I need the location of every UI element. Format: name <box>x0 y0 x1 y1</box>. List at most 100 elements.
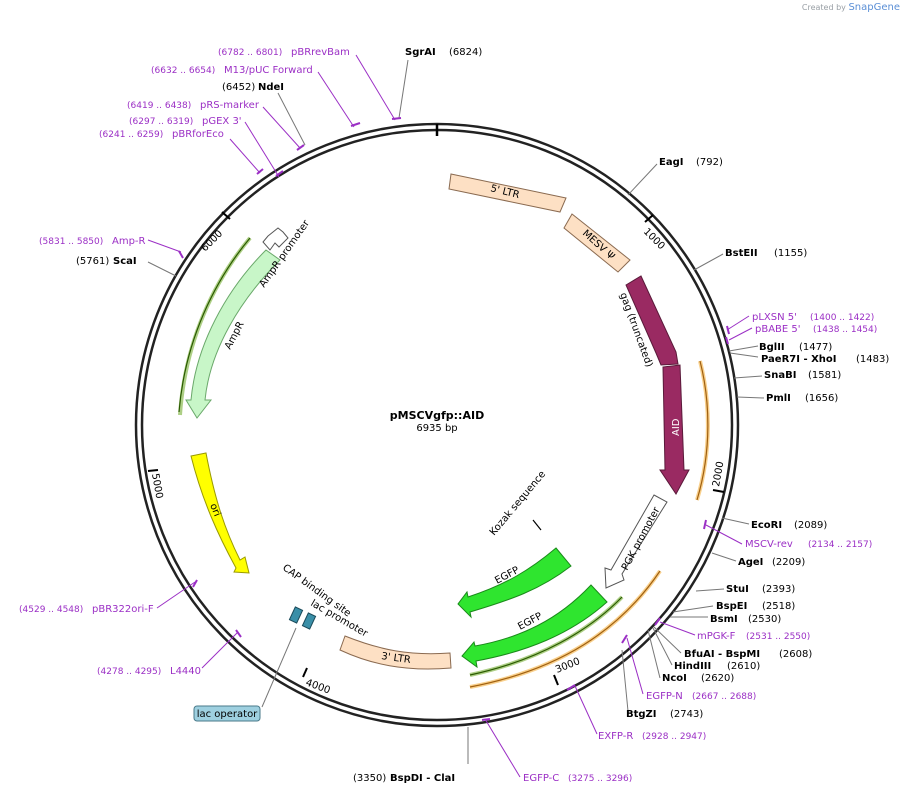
tick-1000: 1000 <box>641 226 667 252</box>
enzyme-labels: SgrAI (6824) (6452) NdeI (5761) ScaI Eag… <box>76 47 889 784</box>
enzyme-bfuai-bspmi-pos: (2608) <box>779 649 812 660</box>
enzyme-ncoi-pos: (2620) <box>701 673 734 684</box>
tick-2000: 2000 <box>711 461 726 488</box>
primer-m13-pos: (6632 .. 6654) <box>151 66 215 76</box>
enzyme-bglii-name[interactable]: BglII <box>759 342 785 353</box>
green-feature-arc-2-line <box>469 596 623 676</box>
watermark: Created by SnapGene <box>801 2 900 13</box>
enzyme-agei-pos: (2209) <box>772 557 805 568</box>
primer-m13-name[interactable]: M13/pUC Forward <box>224 65 313 76</box>
enzyme-snabi-name[interactable]: SnaBI <box>764 370 796 381</box>
primer-egfp-n-pos: (2667 .. 2688) <box>692 692 756 702</box>
enzyme-stui-name[interactable]: StuI <box>726 584 749 595</box>
primer-pbrforeco-name[interactable]: pBRforEco <box>172 129 224 140</box>
ltr3-arrow[interactable] <box>339 635 452 670</box>
enzyme-ndei-name[interactable]: NdeI <box>258 82 284 93</box>
enzyme-paer7i-xhoi-pos: (1483) <box>856 354 889 365</box>
primer-labels: (6782 .. 6801) pBRrevBam (6632 .. 6654) … <box>19 47 877 784</box>
primer-mpgk-f-pos: (2531 .. 2550) <box>746 632 810 642</box>
primer-exfp-r-pos: (2928 .. 2947) <box>642 732 706 742</box>
enzyme-sgrai-name[interactable]: SgrAI <box>405 47 436 58</box>
lac-operator-leader <box>261 627 297 708</box>
primer-plxsn5-name[interactable]: pLXSN 5' <box>752 312 797 323</box>
aid-arrow[interactable] <box>659 364 690 495</box>
enzyme-eagi-name[interactable]: EagI <box>659 157 683 168</box>
enzyme-sgrai-pos: (6824) <box>449 47 482 58</box>
features: 5' LTR MESV Ψ gag (truncated) AID PGK pr… <box>178 173 710 722</box>
enzyme-bsmi-name[interactable]: BsmI <box>710 614 738 625</box>
enzyme-paer7i-xhoi-name[interactable]: PaeR7I - XhoI <box>761 354 837 365</box>
primer-mpgk-f-name[interactable]: mPGK-F <box>697 631 736 642</box>
primer-ticks <box>178 117 730 721</box>
lac-operator-box[interactable] <box>193 705 261 722</box>
primer-l4440-pos: (4278 .. 4295) <box>97 667 161 677</box>
primer-mscv-rev-name[interactable]: MSCV-rev <box>745 539 793 550</box>
enzyme-bsteii-pos: (1155) <box>774 248 807 259</box>
enzyme-bspei-name[interactable]: BspEI <box>716 601 747 612</box>
enzyme-eagi-pos: (792) <box>696 157 723 168</box>
lac-promoter-box[interactable] <box>301 612 317 630</box>
primer-egfp-n-name[interactable]: EGFP-N <box>646 691 683 702</box>
enzyme-ecori-name[interactable]: EcoRI <box>751 520 782 531</box>
ampR-arrow[interactable] <box>185 249 281 419</box>
pgk-promoter-arrow[interactable] <box>604 494 668 589</box>
enzyme-scai-pos: (5761) <box>76 256 109 267</box>
ori-label: ori <box>207 502 222 518</box>
primer-pbabe5-name[interactable]: pBABE 5' <box>755 324 801 335</box>
orange-feature-arc-2-line <box>469 570 661 688</box>
primer-pgex3-pos: (6297 .. 6319) <box>129 117 193 127</box>
pgk-promoter-label: PGK promoter <box>620 505 663 573</box>
plasmid-size: 6935 bp <box>416 423 457 434</box>
enzyme-ncoi-name[interactable]: NcoI <box>662 673 687 684</box>
tick-6000: 6000 <box>199 228 225 254</box>
enzyme-bspdi-clai-name[interactable]: BspDI - ClaI <box>390 773 455 784</box>
enzyme-agei-name[interactable]: AgeI <box>738 557 763 568</box>
mesv-psi-arrow[interactable] <box>563 213 631 273</box>
enzyme-btgzi-pos: (2743) <box>670 709 703 720</box>
primer-pgex3-name[interactable]: pGEX 3' <box>202 116 242 127</box>
enzyme-bglii-pos: (1477) <box>799 342 832 353</box>
tick-5000: 5000 <box>149 473 164 500</box>
enzyme-ndei-pos: (6452) <box>222 82 255 93</box>
primer-pbabe5-pos: (1438 .. 1454) <box>813 325 877 335</box>
primer-egfp-c-pos: (3275 .. 3296) <box>568 774 632 784</box>
ring-ticks <box>147 211 725 686</box>
enzyme-pmli-pos: (1656) <box>805 393 838 404</box>
kozak-mark <box>532 519 542 531</box>
enzyme-ecori-pos: (2089) <box>794 520 827 531</box>
backbone <box>134 122 740 728</box>
enzyme-bfuai-bspmi-name[interactable]: BfuAI - BspMI <box>684 649 760 660</box>
primer-pbrrevbam-name[interactable]: pBRrevBam <box>291 47 350 58</box>
gag-truncated-arrow[interactable] <box>625 275 679 366</box>
ampR-promoter-arrow[interactable] <box>262 227 289 251</box>
enzyme-bsteii-name[interactable]: BstEII <box>725 248 758 259</box>
primer-pbrforeco-pos: (6241 .. 6259) <box>99 130 163 140</box>
cap-site-box[interactable] <box>288 606 304 624</box>
enzyme-hindiii-name[interactable]: HindIII <box>674 661 711 672</box>
primer-pbrrevbam-pos: (6782 .. 6801) <box>218 48 282 58</box>
primer-mscv-rev-pos: (2134 .. 2157) <box>808 540 872 550</box>
primer-prs-marker-pos: (6419 .. 6438) <box>127 101 191 111</box>
enzyme-bspei-pos: (2518) <box>762 601 795 612</box>
enzyme-leaders <box>147 59 765 764</box>
enzyme-pmli-name[interactable]: PmlI <box>766 393 791 404</box>
primer-leaders <box>147 54 753 778</box>
aid-label: AID <box>671 418 682 436</box>
primer-l4440-name[interactable]: L4440 <box>170 666 201 677</box>
enzyme-hindiii-pos: (2610) <box>727 661 760 672</box>
enzyme-btgzi-name[interactable]: BtgZI <box>626 709 657 720</box>
egfp-arrow-1[interactable] <box>457 547 572 619</box>
ori-arrow[interactable] <box>190 452 250 574</box>
ltr3-label: 3' LTR <box>381 651 412 666</box>
primer-amp-r-name[interactable]: Amp-R <box>112 236 146 247</box>
orange-feature-arc-1-line <box>696 360 709 501</box>
ltr5-arrow[interactable] <box>448 173 567 213</box>
primer-prs-marker-name[interactable]: pRS-marker <box>200 100 260 111</box>
enzyme-scai-name[interactable]: ScaI <box>113 256 137 267</box>
primer-pbr322ori-f-name[interactable]: pBR322ori-F <box>92 604 154 615</box>
primer-exfp-r-name[interactable]: EXFP-R <box>598 731 633 742</box>
primer-egfp-c-name[interactable]: EGFP-C <box>523 773 559 784</box>
egfp-arrow-2[interactable] <box>461 584 608 669</box>
primer-amp-r-pos: (5831 .. 5850) <box>39 237 103 247</box>
